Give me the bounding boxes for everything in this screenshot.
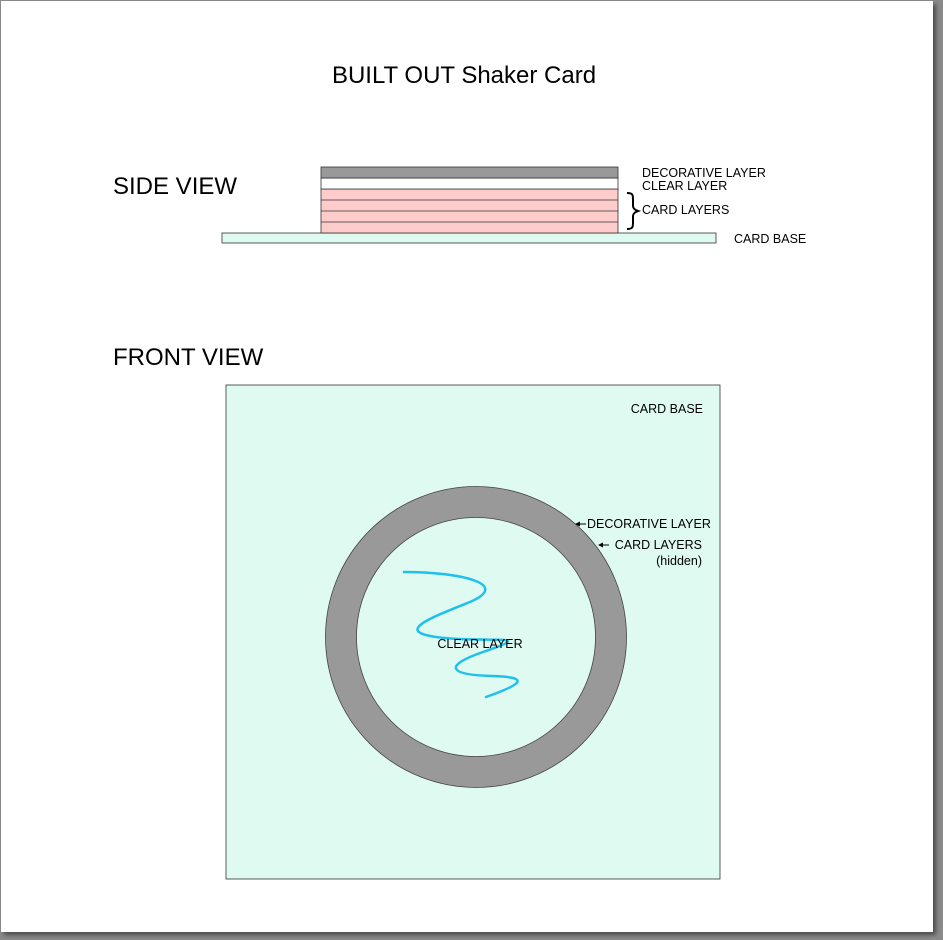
front-card-base-label: CARD BASE [631,402,703,416]
side-view-heading: SIDE VIEW [113,173,237,200]
side-view-stack [221,166,717,244]
front-card-base [225,384,721,880]
side-card-base-label: CARD BASE [734,232,806,246]
ring-outer-edge [325,486,627,788]
diagram-title: BUILT OUT Shaker Card [332,62,596,89]
side-decorative-label: DECORATIVE LAYER [642,166,766,180]
card-layers-brace [626,192,642,230]
side-card-base [221,232,717,244]
front-decorative-label: DECORATIVE LAYER [587,517,711,531]
front-clear-label: CLEAR LAYER [437,637,522,651]
decorative-arrow-icon [575,521,586,527]
shaker-wave-icon [402,570,519,699]
side-decorative-layer [320,166,619,179]
ring-inner-edge [356,517,596,757]
front-card-layers-label: CARD LAYERS [615,538,702,552]
front-decorative-ring [325,486,627,788]
side-card-layers-label: CARD LAYERS [642,203,729,217]
side-clear-layer [320,177,619,190]
front-view-heading: FRONT VIEW [113,344,264,371]
side-clear-label: CLEAR LAYER [642,179,727,193]
card-layers-arrow-icon [598,542,609,548]
front-card-layers-note: (hidden) [656,554,702,568]
